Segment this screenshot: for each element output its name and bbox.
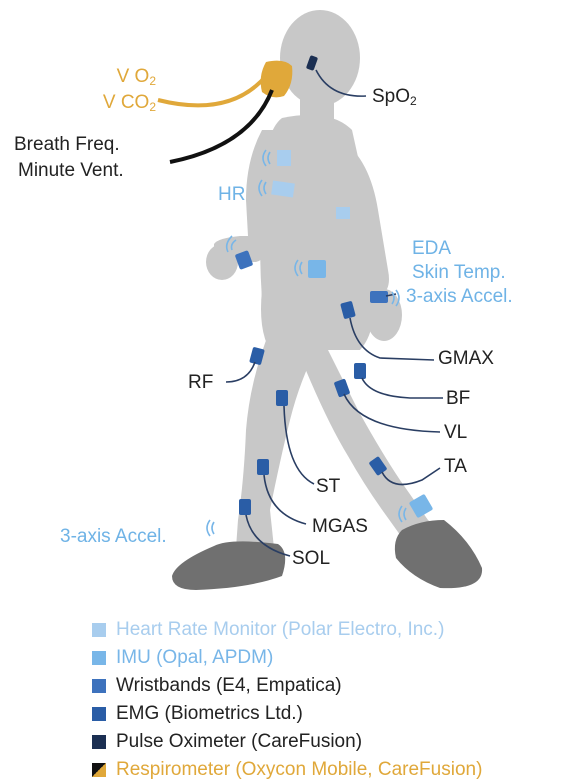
- spo2-label: SpO2: [372, 86, 417, 112]
- vco2-subscript: 2: [149, 100, 156, 114]
- mgas-label: MGAS: [312, 516, 368, 538]
- legend-item-pulse-oximeter: Pulse Oximeter (CareFusion): [92, 728, 482, 756]
- respirometer-swatch: [92, 763, 106, 777]
- vo2-o: O: [135, 66, 150, 87]
- legend-item-wristbands: Wristbands (E4, Empatica): [92, 672, 482, 700]
- wristband-swatch: [92, 679, 106, 693]
- legend-label: Pulse Oximeter (CareFusion): [116, 731, 362, 753]
- emg-st: [276, 390, 288, 406]
- rf-leader-line: [226, 362, 255, 382]
- heart-rate-sensor-1: [277, 150, 291, 166]
- spo2-subscript: 2: [410, 94, 417, 108]
- spo2-text: SpO: [372, 86, 410, 107]
- st-label: ST: [316, 476, 340, 498]
- legend-label: EMG (Biometrics Ltd.): [116, 703, 303, 725]
- front-shoe: [172, 541, 285, 590]
- skin-temp-label: Skin Temp.: [412, 262, 506, 284]
- vco2-co: CO: [121, 92, 150, 113]
- heart-rate-sensor-3: [336, 207, 350, 219]
- legend-label: Heart Rate Monitor (Polar Electro, Inc.): [116, 619, 444, 641]
- legend-item-respirometer: Respirometer (Oxycon Mobile, CareFusion): [92, 756, 482, 784]
- legend-label: Wristbands (E4, Empatica): [116, 675, 342, 697]
- wireless-icon-ankle-left: [207, 520, 214, 536]
- back-shoe: [395, 520, 482, 588]
- vo2-subscript: 2: [149, 74, 156, 88]
- gmax-label: GMAX: [438, 348, 494, 370]
- heart-rate-swatch: [92, 623, 106, 637]
- pulse-ox-swatch: [92, 735, 106, 749]
- emg-sol: [239, 499, 251, 515]
- legend-item-imu: IMU (Opal, APDM): [92, 644, 482, 672]
- vo2-label: V O2: [96, 66, 156, 92]
- breath-freq-label: Breath Freq.: [14, 134, 120, 156]
- sol-label: SOL: [292, 548, 330, 570]
- rf-label: RF: [188, 372, 213, 394]
- legend-label: IMU (Opal, APDM): [116, 647, 273, 669]
- legend-item-emg: EMG (Biometrics Ltd.): [92, 700, 482, 728]
- front-hand: [206, 244, 238, 280]
- legend-label: Respirometer (Oxycon Mobile, CareFusion): [116, 759, 482, 781]
- hr-label: HR: [218, 184, 245, 206]
- vo2-tube: [158, 76, 266, 105]
- vco2-label: V CO2: [86, 92, 156, 118]
- legend-item-heart-rate-monitor: Heart Rate Monitor (Polar Electro, Inc.): [92, 616, 482, 644]
- wristband-back: [370, 291, 388, 303]
- bf-label: BF: [446, 388, 470, 410]
- minute-vent-label: Minute Vent.: [18, 160, 124, 182]
- legend: Heart Rate Monitor (Polar Electro, Inc.)…: [92, 616, 482, 784]
- vco2-v: V: [103, 92, 116, 113]
- imu-sensor-torso: [308, 260, 326, 278]
- wrist-accel-label: 3-axis Accel.: [406, 286, 513, 308]
- emg-bf: [354, 363, 366, 379]
- eda-label: EDA: [412, 238, 451, 260]
- vl-label: VL: [444, 422, 467, 444]
- ankle-accel-label: 3-axis Accel.: [60, 526, 167, 548]
- emg-swatch: [92, 707, 106, 721]
- vo2-v: V: [117, 66, 130, 87]
- ta-label: TA: [444, 456, 467, 478]
- imu-swatch: [92, 651, 106, 665]
- bf-leader-line: [362, 378, 443, 398]
- emg-mgas: [257, 459, 269, 475]
